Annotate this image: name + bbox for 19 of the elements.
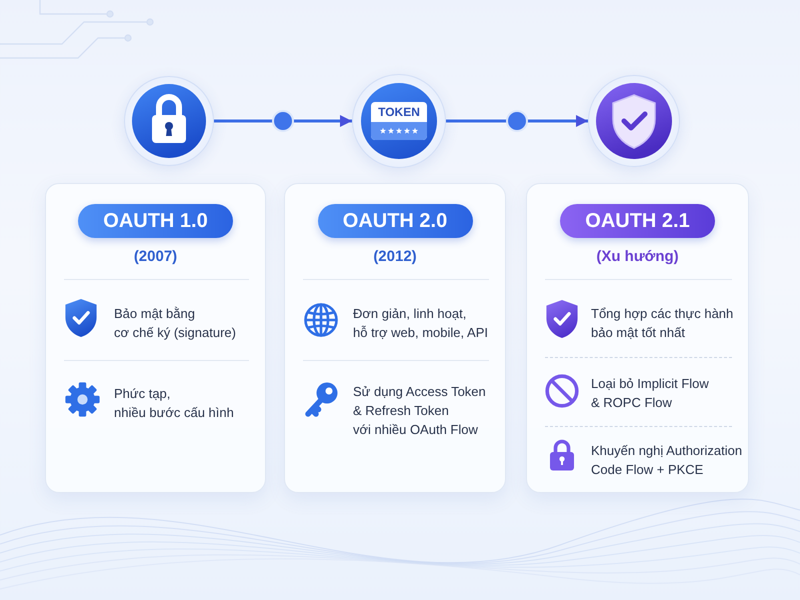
subtitle: (2012) <box>372 247 418 267</box>
feature-text: Sử dụng Access Token & Refresh Token với nhiều OAuth Flow <box>353 383 486 439</box>
feature-text: Phức tạp, nhiều bước cấu hình <box>114 385 234 422</box>
version-pill: OAUTH 2.1 <box>560 204 715 238</box>
version-pill: OAUTH 2.0 <box>318 204 472 238</box>
feature-text: Loại bỏ Implicit Flow & ROPC Flow <box>591 375 709 412</box>
feature-text: Khuyến nghị Authorization Code Flow + PKCE <box>591 442 742 479</box>
arrow <box>446 110 588 132</box>
token-label: TOKEN <box>378 104 420 121</box>
version-card <box>284 183 506 493</box>
subtitle: (Xu hướng) <box>595 247 680 267</box>
feature-text: Bảo mật bằng cơ chế ký (signature) <box>114 305 236 342</box>
version-card <box>45 183 266 493</box>
version-pill: OAUTH 1.0 <box>78 204 233 238</box>
feature-text: Tổng hợp các thực hành bảo mật tốt nhất <box>591 305 734 342</box>
feature-text: Đơn giản, linh hoạt, hỗ trợ web, mobile, API <box>353 305 488 342</box>
version-card <box>526 183 749 493</box>
arrow <box>214 110 352 132</box>
subtitle: (2007) <box>132 247 178 267</box>
